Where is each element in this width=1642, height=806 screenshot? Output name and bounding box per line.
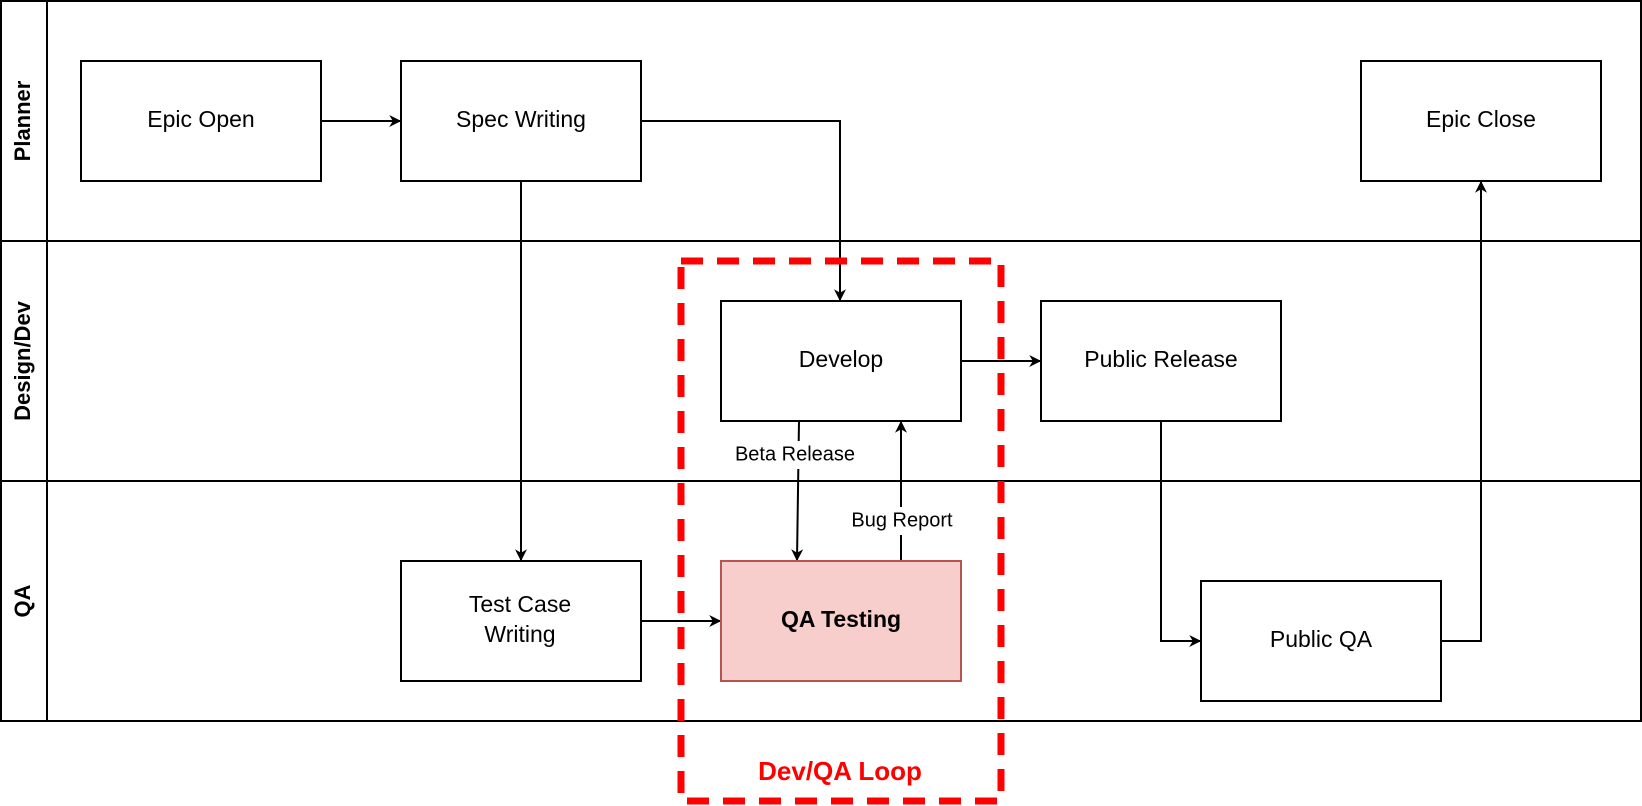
node-label-test-case-line2: Writing (484, 621, 555, 647)
node-label-develop: Develop (799, 346, 883, 372)
edge-label-bug-report-group: Bug Report (846, 507, 958, 535)
edge-label-bg (726, 441, 864, 469)
lane-label-qa: QA (10, 584, 35, 617)
node-develop[interactable]: Develop (720, 300, 962, 422)
swimlanes (0, 0, 1642, 722)
node-qa-testing[interactable]: QA Testing (720, 560, 962, 682)
node-label-test-case-line1: Test Case (469, 591, 571, 617)
node-epic-open[interactable]: Epic Open (80, 60, 322, 182)
node-spec-writing[interactable]: Spec Writing (400, 60, 642, 182)
node-label-qa-testing: QA Testing (781, 606, 901, 632)
lane-qa (0, 480, 1642, 722)
edge-public-qa-to-epic-close (1441, 180, 1487, 642)
dev-qa-loop-boundary (677, 257, 1005, 805)
dev-qa-loop-label: Dev/QA Loop (758, 756, 922, 786)
edge-label-beta-release: Beta Release (735, 443, 855, 465)
edge-label-bug-report: Bug Report (851, 509, 953, 531)
edge-spec-writing-to-develop (640, 120, 846, 302)
node-epic-close[interactable]: Epic Close (1360, 60, 1602, 182)
edge-label-bg (846, 507, 958, 535)
node-public-qa[interactable]: Public QA (1200, 580, 1442, 702)
lane-label-design-dev: Design/Dev (10, 300, 35, 421)
lane-label-planner: Planner (10, 80, 35, 161)
node-label-epic-open: Epic Open (147, 106, 254, 132)
edges (320, 115, 1487, 647)
edge-label-beta-release-group: Beta Release (726, 441, 864, 469)
edge-public-release-to-public-qa (1160, 421, 1202, 647)
node-label-public-qa: Public QA (1270, 626, 1373, 652)
node-test-case-writing[interactable]: Test Case Writing (400, 560, 642, 682)
node-label-spec-writing: Spec Writing (456, 106, 586, 132)
node-public-release[interactable]: Public Release (1040, 300, 1282, 422)
node-label-public-release: Public Release (1084, 346, 1237, 372)
node-label-epic-close: Epic Close (1426, 106, 1536, 132)
